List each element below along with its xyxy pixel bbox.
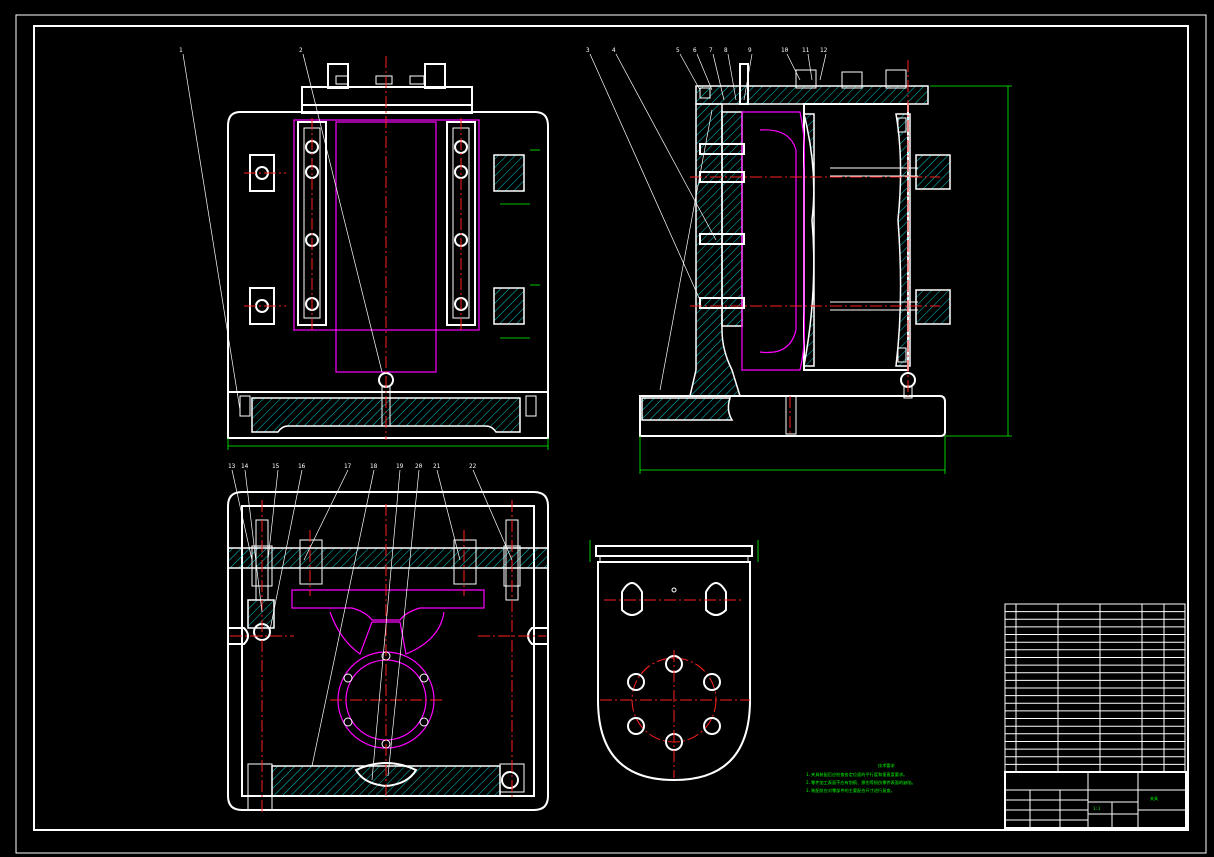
drawing-scale: 1:1 xyxy=(1093,806,1101,811)
title-block: 夹具 1:1 xyxy=(1004,771,1187,829)
note-line-2: 2.零件加工表面不应有划痕、擦伤等损伤零件表面的缺陷。 xyxy=(806,779,916,786)
top-view xyxy=(227,491,549,815)
callout-10: 10 xyxy=(781,47,789,54)
callout-14: 14 xyxy=(241,463,249,470)
callout-21: 21 xyxy=(433,463,441,470)
front-view xyxy=(227,56,549,450)
inner-border xyxy=(33,25,1189,831)
callout-11: 11 xyxy=(802,47,810,54)
notes-heading: 技术要求 xyxy=(878,762,896,769)
callout-9: 9 xyxy=(748,47,752,54)
callout-8: 8 xyxy=(724,47,728,54)
callout-1: 1 xyxy=(179,47,183,54)
callout-2: 2 xyxy=(299,47,303,54)
callout-15: 15 xyxy=(272,463,280,470)
callout-3: 3 xyxy=(586,47,590,54)
callout-12: 12 xyxy=(820,47,828,54)
side-view xyxy=(639,60,1012,474)
callout-17: 17 xyxy=(344,463,352,470)
technical-notes: 技术要求 1.夹具装配后应检查各定位面的平行度和垂直度要求。 2.零件加工表面不… xyxy=(806,762,916,794)
outer-border xyxy=(15,14,1207,854)
callout-6: 6 xyxy=(693,47,697,54)
callout-22: 22 xyxy=(469,463,477,470)
callout-16: 16 xyxy=(298,463,306,470)
detail-view xyxy=(589,540,759,782)
callout-18: 18 xyxy=(370,463,378,470)
callout-13: 13 xyxy=(228,463,236,470)
note-line-3: 3.装配前应对零部件的主要配合尺寸进行复查。 xyxy=(806,787,895,794)
parts-list xyxy=(1004,603,1186,773)
callout-19: 19 xyxy=(396,463,404,470)
callout-5: 5 xyxy=(676,47,680,54)
drawing-title: 夹具 xyxy=(1150,795,1158,801)
note-line-1: 1.夹具装配后应检查各定位面的平行度和垂直度要求。 xyxy=(806,771,907,778)
callout-4: 4 xyxy=(612,47,616,54)
callout-20: 20 xyxy=(415,463,423,470)
callout-7: 7 xyxy=(709,47,713,54)
